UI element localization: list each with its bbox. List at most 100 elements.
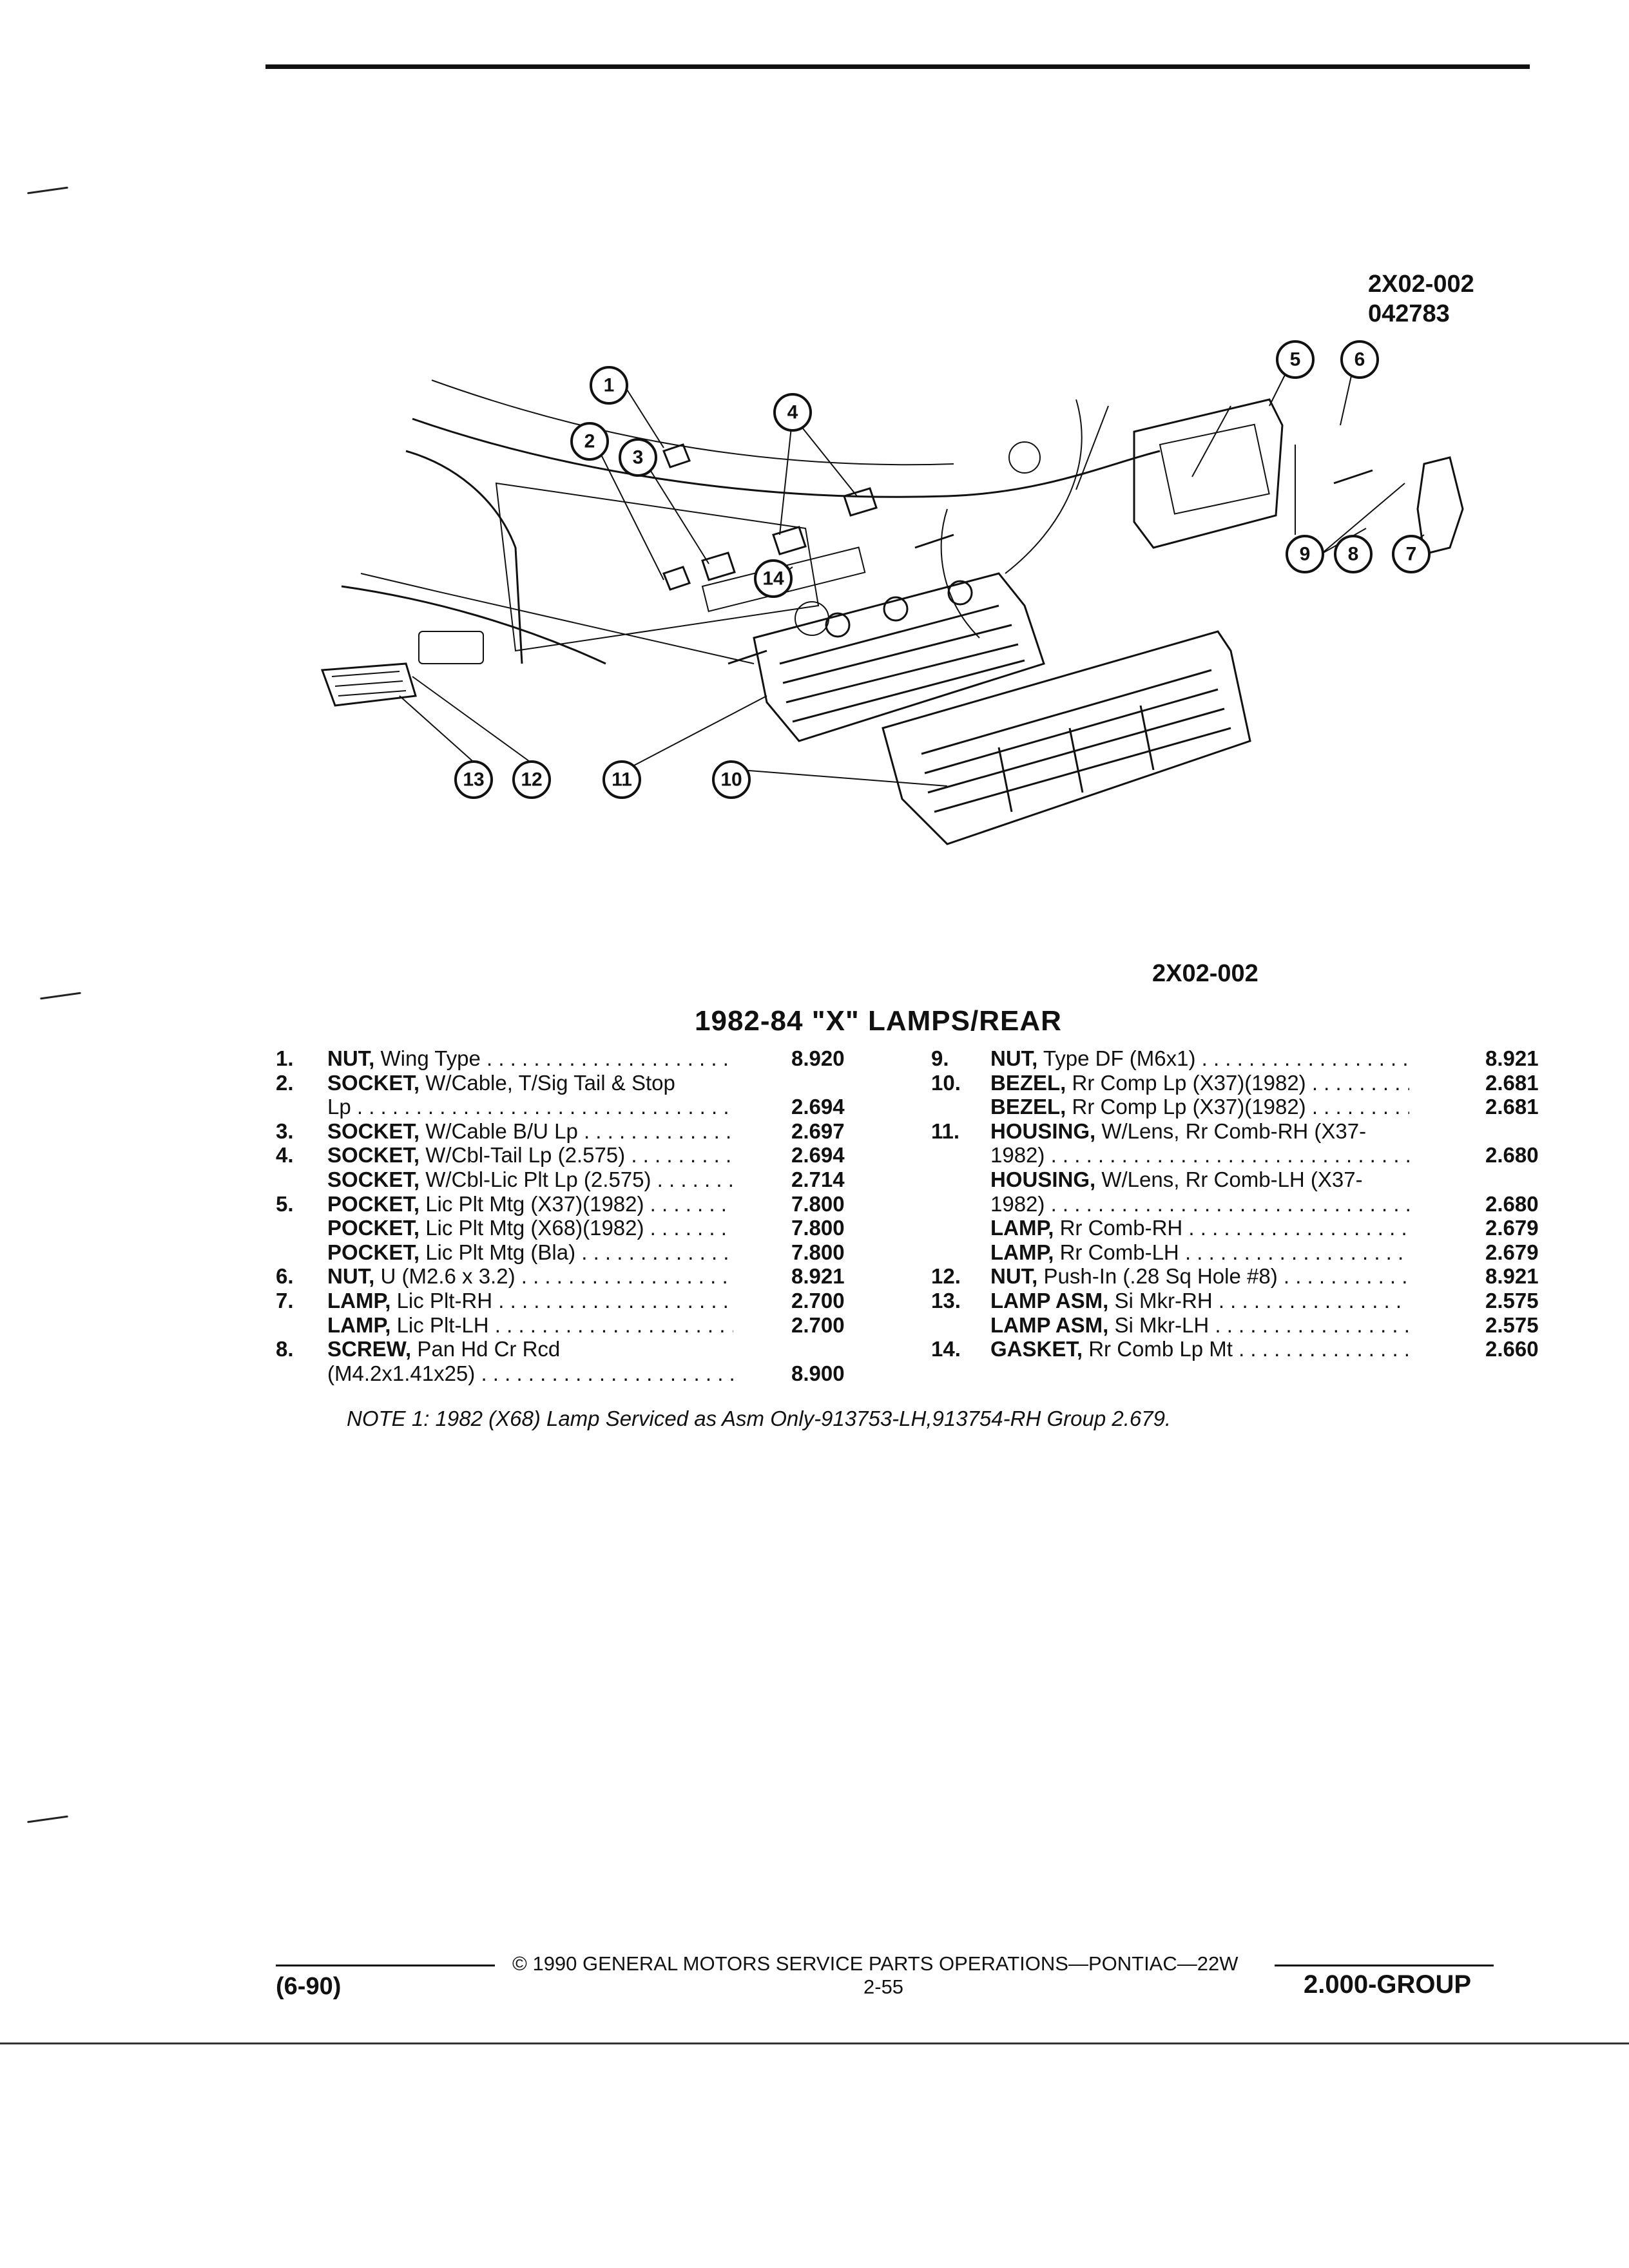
callout-3: 3 — [633, 447, 644, 468]
group-number: 2.694 — [791, 1143, 845, 1168]
part-name: NUT, — [327, 1264, 375, 1289]
parts-row: LAMP ASM, Si Mkr-LH . . . . . . . . . . … — [931, 1312, 1539, 1338]
parts-row: SOCKET, W/Cbl-Lic Plt Lp (2.575) . . . .… — [276, 1167, 845, 1192]
leader-dots: . . . . . . . . . . . . . . . . . . . . … — [1311, 1095, 1409, 1119]
page-title: 1982-84 "X" LAMPS/REAR — [695, 1005, 1062, 1037]
parts-row: LAMP, Rr Comb-RH . . . . . . . . . . . .… — [931, 1216, 1539, 1240]
part-name: SOCKET, — [327, 1143, 420, 1168]
part-name: LAMP ASM, — [990, 1288, 1109, 1312]
binder-mark — [40, 992, 81, 1000]
part-name: SOCKET, — [327, 1070, 420, 1095]
callout-6: 6 — [1354, 349, 1365, 370]
leader-dots: . . . . . . . . . . . . . . . . . . . . … — [494, 1312, 733, 1337]
parts-list-left: 1.NUT, Wing Type . . . . . . . . . . . .… — [276, 1046, 845, 1386]
part-description: 1982) . . . . . . . . . . . . . . . . . … — [990, 1143, 1409, 1168]
parts-row: 13.LAMP ASM, Si Mkr-RH . . . . . . . . .… — [931, 1289, 1539, 1313]
figure-ref-code-bottom: 2X02-002 — [1152, 960, 1258, 987]
page-number: 2-55 — [863, 1975, 904, 1998]
callout-12: 12 — [521, 769, 542, 791]
leader-dots: . . . . . . . . . . . . . . . . . . . . … — [1215, 1312, 1409, 1337]
callout-markers — [454, 340, 1431, 799]
parts-row: 2.SOCKET, W/Cable, T/Sig Tail & Stop — [276, 1071, 843, 1095]
part-number: 9. — [931, 1046, 949, 1070]
part-name: LAMP, — [327, 1312, 391, 1337]
part-detail: Pan Hd Cr Rcd — [417, 1337, 561, 1361]
parts-row: POCKET, Lic Plt Mtg (X68)(1982) . . . . … — [276, 1216, 845, 1240]
part-name: GASKET, — [990, 1337, 1083, 1361]
copyright-line: © 1990 GENERAL MOTORS SERVICE PARTS OPER… — [512, 1952, 1239, 1975]
callout-4: 4 — [787, 402, 798, 423]
part-number: 6. — [276, 1264, 294, 1289]
parts-list-right: 9.NUT, Type DF (M6x1) . . . . . . . . . … — [931, 1046, 1539, 1361]
part-name: BEZEL, — [990, 1095, 1066, 1119]
part-detail: W/Cable, T/Sig Tail & Stop — [425, 1070, 675, 1095]
part-detail: W/Cbl-Tail Lp (2.575) — [425, 1143, 626, 1168]
leader-dots: . . . . . . . . . . . . . . . . . . . . … — [356, 1095, 733, 1119]
parts-row: 11.HOUSING, W/Lens, Rr Comb-RH (X37- — [931, 1119, 1524, 1144]
group-number: 2.700 — [791, 1312, 845, 1337]
group-number: 2.660 — [1485, 1337, 1539, 1361]
parts-row: 12.NUT, Push-In (.28 Sq Hole #8) . . . .… — [931, 1264, 1539, 1289]
footer-rule-right — [1275, 1965, 1494, 1966]
part-number: 5. — [276, 1191, 294, 1216]
group-number: 2.575 — [1485, 1288, 1539, 1312]
group-number: 2.714 — [791, 1167, 845, 1191]
group-number: 8.920 — [791, 1046, 845, 1070]
leader-dots: . . . . . . . . . . . . . . . . . . . . … — [1239, 1337, 1409, 1361]
binder-mark — [27, 1815, 68, 1823]
group-number: 2.680 — [1485, 1191, 1539, 1216]
leader-dots: . . . . . . . . . . . . . . . . . . . . … — [1283, 1264, 1409, 1289]
parts-row: Lp . . . . . . . . . . . . . . . . . . .… — [276, 1095, 845, 1119]
leader-dots: . . . . . . . . . . . . . . . . . . . . … — [481, 1361, 733, 1385]
parts-row: 1982) . . . . . . . . . . . . . . . . . … — [931, 1143, 1539, 1168]
part-detail: Lic Plt Mtg (X37)(1982) — [425, 1191, 644, 1216]
part-detail: Type DF (M6x1) — [1043, 1046, 1196, 1070]
parts-row: 3.SOCKET, W/Cable B/U Lp . . . . . . . .… — [276, 1119, 845, 1144]
part-description: SOCKET, W/Cbl-Tail Lp (2.575) . . . . . … — [327, 1143, 733, 1168]
callout-10: 10 — [720, 769, 742, 791]
group-number: 8.921 — [1485, 1264, 1539, 1289]
part-description: SOCKET, W/Cable, T/Sig Tail & Stop — [327, 1071, 733, 1095]
part-number: 11. — [931, 1119, 960, 1143]
group-number: 2.700 — [791, 1288, 845, 1312]
part-description: LAMP, Rr Comb-LH . . . . . . . . . . . .… — [990, 1240, 1409, 1265]
part-name: POCKET, — [327, 1240, 420, 1264]
part-description: LAMP, Lic Plt-RH . . . . . . . . . . . .… — [327, 1289, 733, 1313]
part-description: (M4.2x1.41x25) . . . . . . . . . . . . .… — [327, 1361, 733, 1386]
leader-dots: . . . . . . . . . . . . . . . . . . . . … — [486, 1046, 733, 1070]
group-number: 2.681 — [1485, 1095, 1539, 1119]
leader-dots: . . . . . . . . . . . . . . . . . . . . … — [583, 1119, 733, 1143]
part-name: POCKET, — [327, 1216, 420, 1240]
figure-ref-code: 2X02-002 — [1368, 271, 1474, 298]
part-detail: 1982) — [990, 1191, 1045, 1216]
callout-7: 7 — [1406, 544, 1417, 565]
leader-dots: . . . . . . . . . . . . . . . . . . . . … — [657, 1167, 733, 1191]
group-number: 2.575 — [1485, 1312, 1539, 1337]
group-number: 7.800 — [791, 1240, 845, 1264]
callout-2: 2 — [584, 431, 595, 452]
parts-row: 1982) . . . . . . . . . . . . . . . . . … — [931, 1191, 1539, 1216]
parts-row: 9.NUT, Type DF (M6x1) . . . . . . . . . … — [931, 1046, 1539, 1071]
figure-ref-subcode: 042783 — [1368, 300, 1450, 327]
group-number: 7.800 — [791, 1191, 845, 1216]
parts-row: 6.NUT, U (M2.6 x 3.2) . . . . . . . . . … — [276, 1264, 845, 1289]
part-description: POCKET, Lic Plt Mtg (X68)(1982) . . . . … — [327, 1216, 733, 1240]
group-number: 8.921 — [791, 1264, 845, 1289]
group-number: 8.900 — [791, 1361, 845, 1385]
callout-13: 13 — [463, 769, 484, 791]
leader-dots: . . . . . . . . . . . . . . . . . . . . … — [650, 1216, 733, 1240]
part-number: 3. — [276, 1119, 294, 1143]
part-detail: Si Mkr-RH — [1114, 1288, 1213, 1312]
part-name: LAMP ASM, — [990, 1312, 1109, 1337]
part-number: 7. — [276, 1288, 294, 1312]
callout-1: 1 — [604, 375, 615, 396]
group-number: 8.921 — [1485, 1046, 1539, 1070]
group-number: 2.679 — [1485, 1240, 1539, 1264]
part-detail: Lic Plt-RH — [396, 1288, 493, 1312]
parts-row: 5.POCKET, Lic Plt Mtg (X37)(1982) . . . … — [276, 1191, 845, 1216]
part-name: HOUSING, — [990, 1119, 1096, 1143]
callout-14: 14 — [762, 568, 784, 590]
part-description: LAMP ASM, Si Mkr-RH . . . . . . . . . . … — [990, 1289, 1409, 1313]
issue-date: (6-90) — [276, 1973, 342, 2000]
part-description: POCKET, Lic Plt Mtg (Bla) . . . . . . . … — [327, 1240, 733, 1265]
